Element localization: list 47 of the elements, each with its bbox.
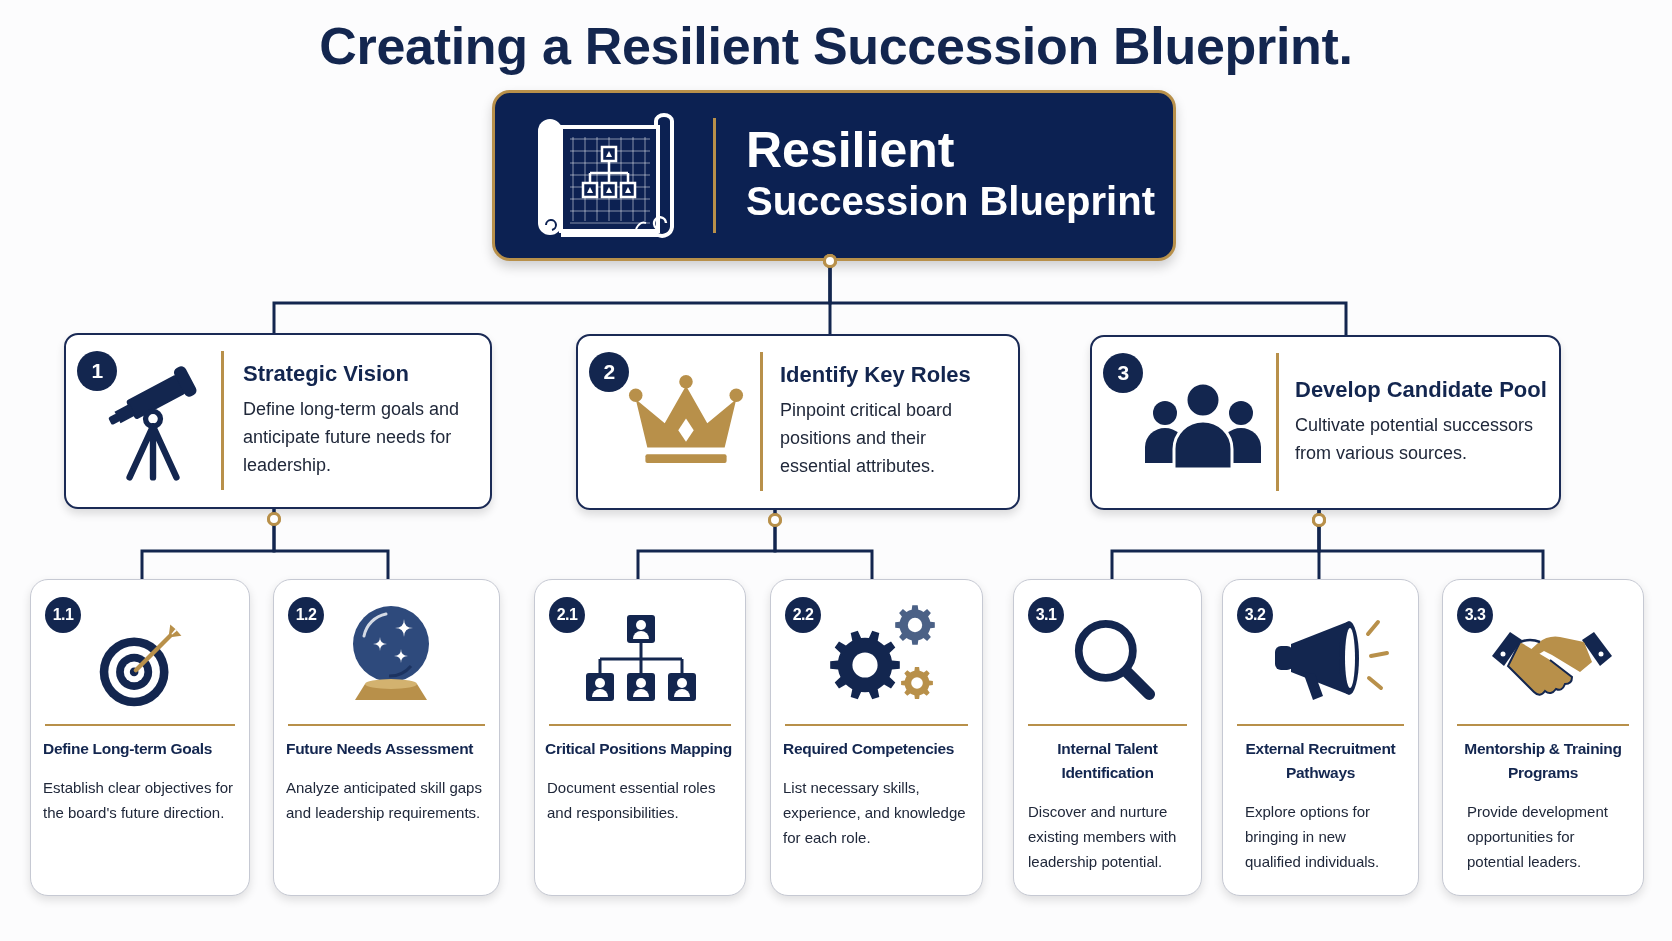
step-number: 3.3 xyxy=(1457,597,1493,633)
banner-heading: Resilient xyxy=(746,121,955,178)
step-heading: Develop Candidate Pool xyxy=(1295,375,1547,404)
sub-step-card xyxy=(30,579,250,896)
title-banner xyxy=(492,90,1176,261)
step-heading: Critical Positions Mapping xyxy=(545,739,732,759)
step-heading: Internal Talent Identification xyxy=(1056,739,1159,783)
step-description: Provide development opportunities for potential leaders. xyxy=(1467,802,1609,872)
step-description: Cultivate potential successors from various sources. xyxy=(1295,413,1535,465)
connector xyxy=(768,510,874,579)
step-description: Discover and nurture existing members with leadership potential. xyxy=(1028,802,1178,872)
step-number: 1 xyxy=(77,351,117,391)
step-card xyxy=(576,334,1020,510)
sub-step-card xyxy=(770,579,983,896)
step-description: Define long-term goals and anticipate future needs for leadership. xyxy=(243,398,461,477)
step-number: 2 xyxy=(589,352,629,392)
sub-step-card xyxy=(273,579,500,896)
step-description: Analyze anticipated skill gaps and leadership requirements. xyxy=(286,778,483,823)
step-heading: Required Competencies xyxy=(783,739,955,759)
step-card xyxy=(64,333,492,509)
step-description: List necessary skills, experience, and knowledge for each role. xyxy=(783,778,967,848)
step-heading: Future Needs Assessment xyxy=(286,739,474,759)
sub-step-card xyxy=(1442,579,1644,896)
step-number: 2.2 xyxy=(785,597,821,633)
step-heading: Mentorship & Training Programs xyxy=(1463,739,1623,783)
step-number: 2.1 xyxy=(549,597,585,633)
step-description: Establish clear objectives for the board's future direction. xyxy=(43,778,235,823)
connector xyxy=(823,254,1348,335)
step-number: 1.1 xyxy=(45,597,81,633)
step-description: Explore options for bringing in new qualified individuals. xyxy=(1245,802,1381,872)
step-number: 3.2 xyxy=(1237,597,1273,633)
step-number: 3 xyxy=(1103,353,1143,393)
connector xyxy=(267,509,390,579)
step-card xyxy=(1090,335,1561,510)
step-number: 1.2 xyxy=(288,597,324,633)
step-description: Document essential roles and responsibilities. xyxy=(547,778,717,823)
sub-step-card xyxy=(1222,579,1419,896)
step-heading: Strategic Vision xyxy=(243,360,409,388)
step-heading: Define Long-term Goals xyxy=(43,739,213,759)
step-heading: Identify Key Roles xyxy=(780,361,971,389)
banner-subheading: Succession Blueprint xyxy=(746,177,1155,224)
step-heading: External Recruitment Pathways xyxy=(1244,739,1397,783)
step-description: Pinpoint critical board positions and their essential attributes. xyxy=(780,399,954,478)
connector xyxy=(1312,510,1545,579)
step-number: 3.1 xyxy=(1028,597,1064,633)
sub-step-card xyxy=(534,579,746,896)
sub-step-card xyxy=(1013,579,1202,896)
